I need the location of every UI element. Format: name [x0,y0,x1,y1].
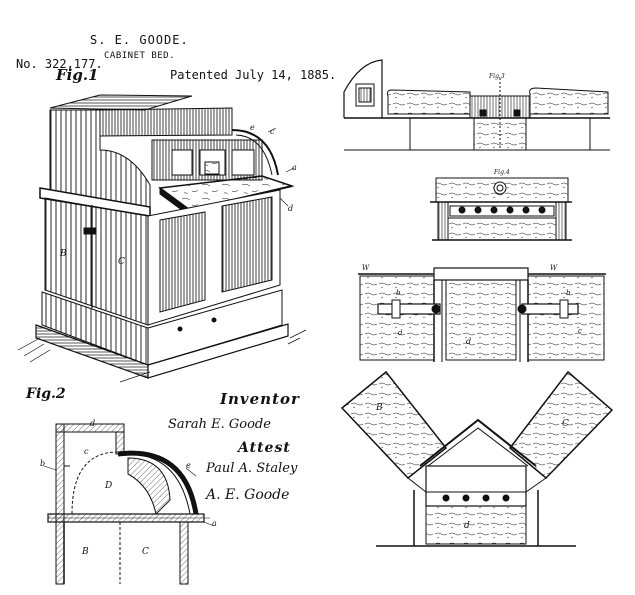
figure-1-label: Fig.1 [56,66,99,84]
fig6-label-B: B [376,403,383,413]
invention-title: CABINET BED. [104,51,176,61]
fig1-label-d: d [288,204,294,213]
fig2-label-C: C [142,547,149,557]
fig5-label-c: c [578,327,582,335]
figure-2-label: Fig.2 [26,386,66,402]
fig2-label-B: B [82,547,89,557]
patent-number: No. 322,177. [16,57,103,71]
fig2-label-b: b [40,459,46,468]
witness-one-signature: Paul A. Staley [206,461,298,476]
attest-heading: Attest [238,440,291,456]
fig1-label-a: a [292,163,297,172]
figure-4-label: Fig.4 [494,169,510,176]
figure-3-label: Fig.3 [489,73,505,80]
fig5-label-W-left: W [362,264,370,272]
fig6-label-C: C [562,419,569,429]
inventor-heading: Inventor [220,390,300,408]
fig5-label-b-right: b [566,289,571,297]
fig5-label-d-center: d [466,337,472,346]
fig1-label-B: B [60,249,67,259]
fig5-label-W-right: W [550,264,558,272]
fig2-label-a: a [212,519,217,528]
fig6-label-d: d [464,521,470,531]
fig2-label-d: d [90,419,96,428]
witness-two-signature: A. E. Goode [206,487,290,503]
fig5-label-d-left: d [398,329,403,337]
fig2-label-D: D [105,481,113,491]
fig1-label-C: C [118,257,125,267]
patent-date: Patented July 14, 1885. [170,68,337,82]
inventor-name-header: S. E. GOODE. [90,33,189,47]
fig1-label-c: c [270,127,275,136]
inventor-signature: Sarah E. Goode [168,417,271,432]
fig2-label-c: c [84,447,89,456]
fig1-label-e: e [250,123,255,132]
fig2-label-e: e [186,461,191,470]
fig5-label-b-left: b [396,289,401,297]
